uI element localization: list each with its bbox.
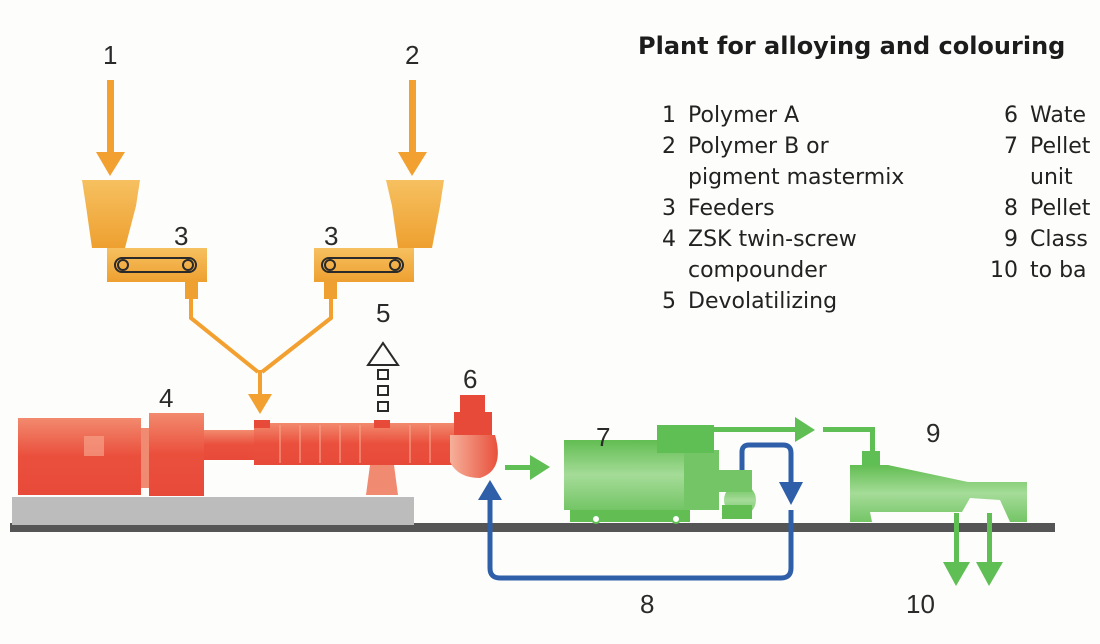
classifier-sieve [850, 465, 1027, 522]
pelletizer-die [450, 395, 498, 478]
transfer-arrow-die-to-unit [505, 455, 550, 480]
legend-number: 4 [662, 227, 676, 252]
label-compounder: 4 [159, 383, 173, 413]
feeder-right [314, 180, 444, 299]
legend-text-continued: pigment mastermix [688, 165, 905, 190]
legend-text: Polymer B or [688, 134, 829, 159]
legend-number: 6 [1004, 103, 1018, 128]
floor-line [10, 523, 1055, 532]
feeder-left [82, 180, 207, 299]
label-polymer-a: 1 [103, 40, 117, 70]
feed-merge-arrow [189, 298, 333, 396]
label-pellet-loop: 8 [640, 589, 654, 619]
label-water: 6 [463, 364, 477, 394]
page-title: Plant for alloying and colouring [638, 32, 1066, 60]
legend-text: Pellet [1030, 196, 1091, 221]
legend-text: Feeders [688, 196, 775, 221]
legend-item: 10 to ba [982, 255, 1100, 286]
legend-item: 5 Devolatilizing [640, 286, 904, 317]
legend-text: ZSK twin-screw [688, 227, 857, 252]
extruder-compounder [18, 413, 454, 496]
vent-arrow [366, 341, 400, 412]
legend-number: 10 [990, 258, 1018, 283]
legend-number: 7 [1004, 134, 1018, 159]
legend-text: to ba [1030, 258, 1087, 283]
legend-text: Class [1030, 227, 1088, 252]
pelletizing-unit [564, 425, 756, 524]
output-arrows [943, 513, 1003, 586]
feed-arrow-1 [96, 80, 125, 176]
legend-number: 2 [662, 134, 676, 159]
label-pellet-unit: 7 [596, 422, 610, 452]
label-devolatilizing: 5 [376, 298, 390, 328]
legend-text: Polymer A [688, 103, 800, 128]
legend-number: 1 [662, 103, 676, 128]
legend-number: 9 [1004, 227, 1018, 252]
label-feeder-right: 3 [324, 221, 338, 251]
label-feeder-left: 3 [174, 221, 188, 251]
legend-text-continued: compounder [688, 258, 827, 283]
legend-item: 9 Class [982, 224, 1100, 255]
legend-item: 4 ZSK twin-screw [640, 224, 904, 255]
water-loop [478, 442, 803, 581]
machine-base [12, 497, 414, 525]
legend-item: 1 Polymer A [640, 100, 904, 131]
legend-text: Pellet [1030, 134, 1091, 159]
legend-number: 3 [662, 196, 676, 221]
legend-text: Devolatilizing [688, 289, 838, 314]
legend-text-continued: unit [1030, 165, 1073, 190]
legend-number: 5 [662, 289, 676, 314]
legend-left: 1 Polymer A 2 Polymer B or pigment mastermix… [640, 100, 904, 317]
legend-item: 8 Pellet [982, 193, 1100, 224]
label-polymer-b: 2 [405, 40, 419, 70]
legend-item: 2 Polymer B or [640, 131, 904, 162]
transfer-arrow-to-classifier [714, 417, 880, 465]
label-to-bagging: 10 [906, 589, 935, 619]
feed-arrow-2 [398, 80, 427, 176]
label-classifier: 9 [926, 418, 940, 448]
legend-item: 3 Feeders [640, 193, 904, 224]
legend-number: 8 [1004, 196, 1018, 221]
legend-item: 6 Wate [982, 100, 1100, 131]
feed-merge-arrowhead [248, 394, 272, 414]
legend-item: 7 Pellet [982, 131, 1100, 162]
legend-text: Wate [1030, 103, 1086, 128]
